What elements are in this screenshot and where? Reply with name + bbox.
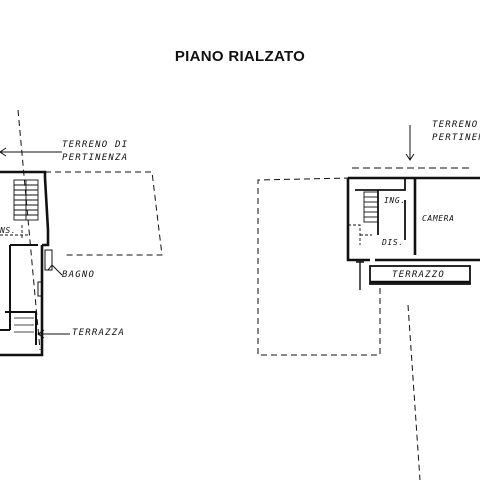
left-entry-marks [0, 225, 30, 240]
right-terrace-post [356, 261, 364, 290]
left-bathroom-label: BAGNO [62, 270, 96, 280]
left-terrace-arrow [37, 329, 70, 339]
right-garden-arrow [405, 125, 415, 161]
right-floor-plan [257, 125, 480, 480]
left-terrace-label: TERRAZZA [72, 328, 125, 338]
page-title: PIANO RIALZATO [174, 48, 306, 65]
right-garden-label-2: PERTINEN [432, 133, 480, 143]
right-landing-marks [348, 224, 372, 245]
left-bathroom-arrow [47, 264, 63, 276]
right-reference-line [407, 304, 421, 480]
left-garden-arrow [0, 147, 62, 157]
left-window-mark [37, 281, 43, 297]
right-room-label: CAMERA [422, 214, 455, 223]
right-landing-label: DIS. [382, 238, 404, 247]
right-garden-label-1: TERRENO [432, 120, 479, 130]
right-inner-wall [355, 178, 406, 240]
left-staircase [13, 179, 39, 221]
right-garden-boundary [257, 177, 381, 356]
right-entrance-label: ING. [384, 196, 406, 205]
left-inner-wall [0, 244, 38, 345]
left-reference-line [17, 109, 41, 351]
left-partial-label: NS. [0, 226, 17, 235]
left-outer-wall [0, 170, 50, 357]
right-staircase [363, 191, 379, 223]
right-outer-wall [346, 176, 480, 262]
right-terrace-outline [369, 265, 471, 285]
left-garden-boundary [45, 171, 163, 256]
right-terrace-label: TERRAZZO [392, 270, 445, 280]
left-terrace-hatch [14, 317, 34, 333]
left-garden-label-2: PERTINENZA [62, 153, 129, 163]
left-floor-plan [0, 109, 163, 357]
left-garden-label-1: TERRENO DI [62, 140, 129, 150]
